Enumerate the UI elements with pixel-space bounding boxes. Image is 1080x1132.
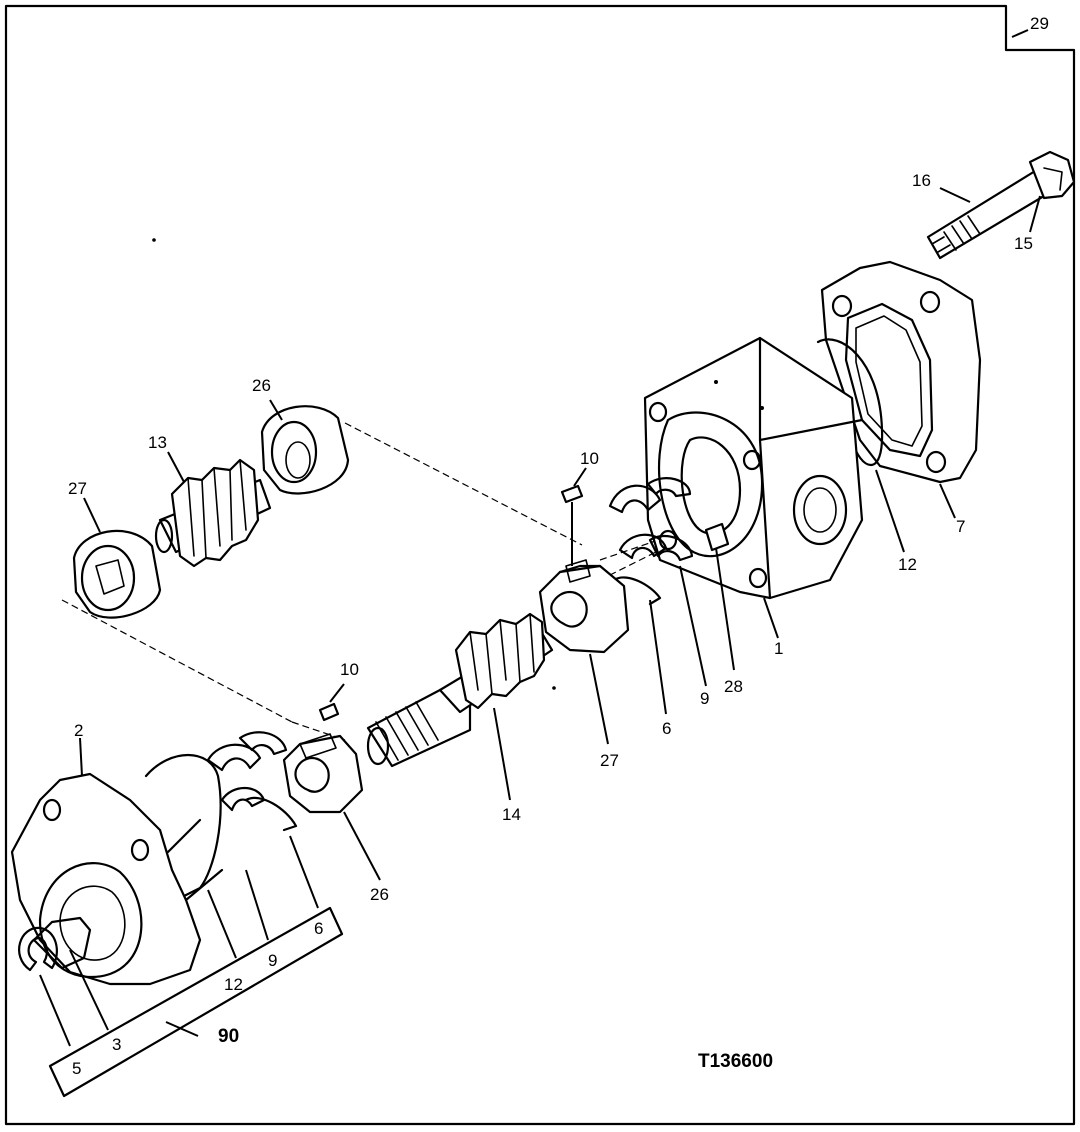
front-cover (10, 772, 224, 986)
bearing-27-left (72, 529, 162, 619)
callout-7: 7 (956, 517, 965, 536)
kit-item-5: 5 (72, 1059, 81, 1078)
snap-ring (18, 926, 58, 972)
kit-item-12: 12 (224, 975, 243, 994)
callout-10-lower: 10 (340, 660, 359, 679)
bearing-block-right (538, 559, 630, 654)
callout-10-upper: 10 (580, 449, 599, 468)
driven-gear-13 (154, 458, 272, 568)
callout-16: 16 (912, 171, 931, 190)
kit-item-6: 6 (314, 919, 323, 938)
callout-27-right: 27 (600, 751, 619, 770)
callout-13: 13 (148, 433, 167, 452)
leader-lines (39, 187, 1041, 1047)
sheet-border (4, 4, 1076, 1126)
body-seals (608, 477, 694, 606)
callout-1: 1 (774, 639, 783, 658)
callout-28: 28 (724, 677, 743, 696)
figure-code: T136600 (698, 1051, 773, 1072)
kit-item-3: 3 (112, 1035, 121, 1054)
kit-item-9: 9 (268, 951, 277, 970)
bearing-block-26 (282, 733, 364, 814)
front-seals (144, 731, 298, 898)
key-upper (560, 484, 584, 504)
kit-bracket (48, 906, 344, 1098)
key-lower (318, 702, 340, 722)
callout-labels: 16 15 7 12 1 28 9 6 27 10 14 26 10 26 13… (68, 171, 1033, 904)
callout-9-body: 9 (700, 689, 709, 708)
callout-12-rear: 12 (898, 555, 917, 574)
callout-26-lower: 26 (370, 885, 389, 904)
callout-2: 2 (74, 721, 83, 740)
callout-14: 14 (502, 805, 521, 824)
callout-26-upper: 26 (252, 376, 271, 395)
callout-27-left: 27 (68, 479, 87, 498)
callout-6-body: 6 (662, 719, 671, 738)
callout-15: 15 (1014, 234, 1033, 253)
drive-shaft-gear (366, 612, 554, 768)
upper-bearing-26 (260, 405, 350, 495)
bolt (926, 150, 1076, 260)
dowel-pin (704, 522, 730, 552)
pump-body (643, 336, 864, 600)
rear-cover (816, 260, 982, 484)
kit-label-90: 90 (218, 1026, 239, 1047)
sheet-number: 29 (1030, 14, 1049, 33)
kit-items: 6 9 12 3 5 90 (72, 919, 323, 1078)
